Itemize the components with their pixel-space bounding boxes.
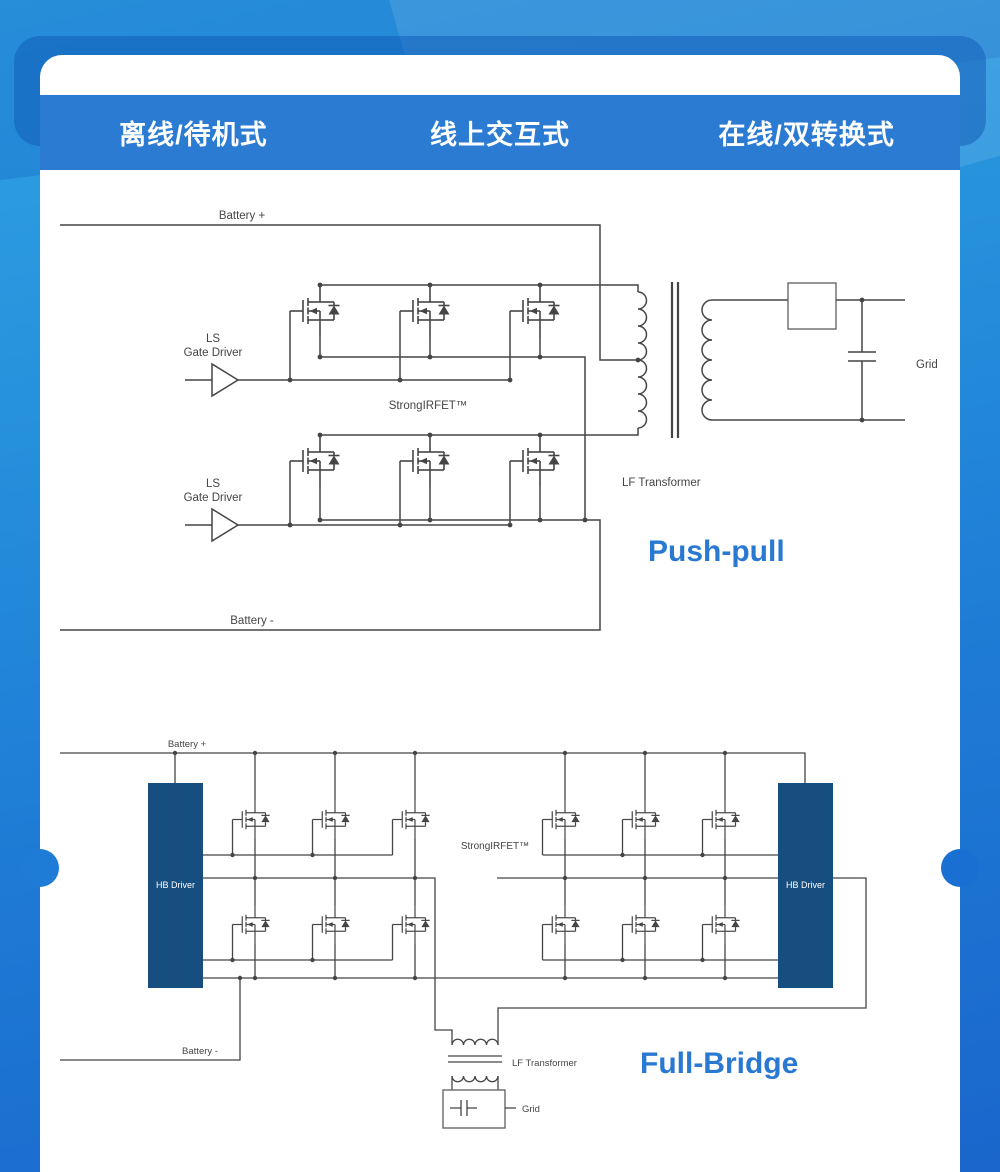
full-bridge-title: Full-Bridge [640, 1047, 798, 1080]
hb-driver-right-label: HB Driver [786, 880, 825, 890]
card-notch-right [941, 849, 979, 887]
hb-driver-right: HB Driver [778, 783, 833, 988]
grid-label: Grid [916, 359, 938, 371]
category-offline-standby: 离线/待机式 [119, 120, 268, 150]
grid-label: Grid [522, 1104, 540, 1115]
full-bridge-circuit: HB Driver HB Driver [60, 739, 867, 1129]
output-filter-box [787, 282, 837, 330]
junction-dots [172, 750, 728, 981]
category-online-double-conversion: 在线/双转换式 [718, 120, 895, 150]
lf-transformer-label: LF Transformer [622, 477, 701, 489]
gate-driver-buffer-2 [211, 507, 240, 543]
lf-transformer-label: LF Transformer [512, 1058, 577, 1069]
gate-driver-buffer-1 [211, 362, 240, 398]
grid-capacitor [848, 300, 876, 420]
junction-dots [287, 282, 865, 528]
battery-plus-label: Battery + [168, 739, 207, 750]
push-pull-title: Push-pull [648, 535, 785, 568]
hb-driver-left: HB Driver [148, 783, 203, 988]
battery-plus-label: Battery + [219, 210, 266, 222]
battery-minus-label: Battery - [230, 615, 274, 627]
content-card: 离线/待机式 线上交互式 在线/双转换式 [40, 55, 960, 1172]
category-line-interactive: 线上交互式 [430, 120, 570, 150]
strongirfet-label: StrongIRFET™ [389, 400, 468, 412]
card-notch-left [21, 849, 59, 887]
strongirfet-label: StrongIRFET™ [461, 841, 529, 852]
category-header-bar: 离线/待机式 线上交互式 在线/双转换式 [40, 95, 960, 170]
grid-filter-box [442, 1089, 506, 1129]
battery-minus-label: Battery - [182, 1046, 218, 1057]
hb-driver-left-label: HB Driver [156, 880, 195, 890]
grid-capacitor-small [450, 1100, 516, 1116]
